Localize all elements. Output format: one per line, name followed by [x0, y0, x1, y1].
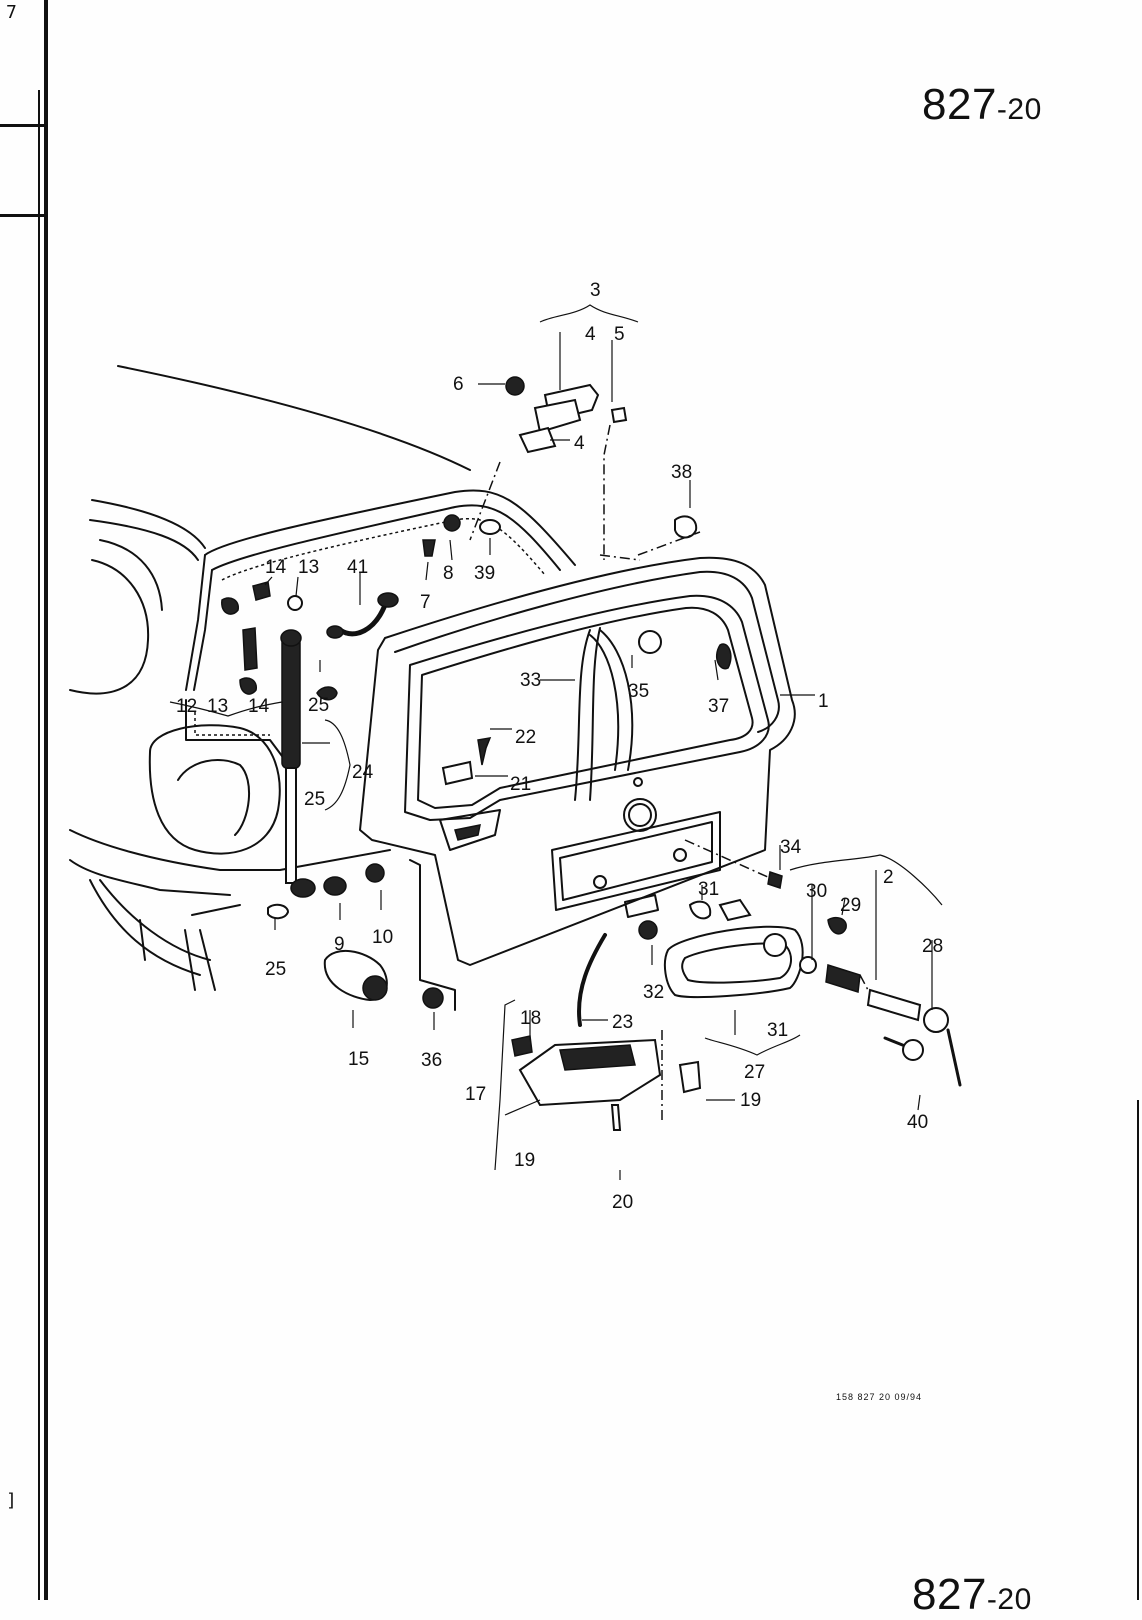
callout-5: 5	[614, 324, 625, 345]
callout-1: 1	[818, 691, 829, 712]
callout-30: 30	[806, 881, 827, 902]
binder-edge-line-inner	[38, 90, 40, 1600]
binder-tab-mark	[0, 214, 44, 217]
callout-12: 12	[176, 696, 197, 717]
callout-28: 28	[922, 936, 943, 957]
binder-edge-line	[44, 0, 48, 1600]
callout-36: 36	[421, 1050, 442, 1071]
right-edge-line	[1137, 1100, 1139, 1600]
callout-13b: 13	[207, 696, 228, 717]
callout-34: 34	[780, 837, 802, 858]
callout-2: 2	[883, 867, 894, 888]
callout-10: 10	[372, 927, 393, 948]
callout-14b: 14	[248, 696, 270, 717]
callout-23: 23	[612, 1012, 633, 1033]
tailgate-panel	[359, 556, 796, 1011]
callout-24: 24	[352, 762, 374, 783]
callout-7: 7	[420, 592, 431, 613]
callout-31a: 31	[698, 879, 719, 900]
callout-labels: 1 2 3 4 5 6 4 38 7 8 39 14 13 41 12 13 1…	[176, 280, 943, 1213]
callout-35: 35	[628, 681, 649, 702]
callout-13a: 13	[298, 557, 319, 578]
callout-25c: 25	[265, 959, 286, 980]
callout-9: 9	[334, 934, 345, 955]
callout-22: 22	[515, 727, 536, 748]
gas-strut-assembly	[267, 629, 338, 920]
callout-3: 3	[590, 280, 601, 301]
callout-38: 38	[671, 462, 692, 483]
callout-8: 8	[443, 563, 454, 584]
callout-19a: 19	[740, 1090, 761, 1111]
callout-6: 6	[453, 374, 464, 395]
loose-parts	[221, 514, 962, 1131]
callout-17: 17	[465, 1084, 486, 1105]
page-number-sub: -20	[996, 93, 1042, 126]
callout-31b: 31	[767, 1020, 788, 1041]
binder-tab-mark	[0, 124, 44, 127]
callout-18: 18	[520, 1008, 541, 1029]
callout-27: 27	[744, 1062, 765, 1083]
callout-25a: 25	[308, 695, 329, 716]
diagram-reference-code: 158 827 20 09/94	[836, 1392, 923, 1402]
callout-40: 40	[907, 1112, 928, 1133]
callout-15: 15	[348, 1049, 369, 1070]
corner-mark-top: 7	[6, 2, 17, 23]
leader-lines	[169, 304, 943, 1180]
callout-29: 29	[840, 895, 861, 916]
callout-4: 4	[585, 324, 596, 345]
callout-39: 39	[474, 563, 495, 584]
callout-4b: 4	[574, 433, 585, 454]
callout-21: 21	[510, 774, 531, 795]
callout-37: 37	[708, 696, 729, 717]
callout-32: 32	[643, 982, 664, 1003]
page-number-top: 827-20	[922, 80, 1042, 130]
vehicle-body-outline	[69, 365, 576, 991]
hinge-assembly	[469, 376, 641, 561]
corner-mark-bottom: ]	[6, 1490, 17, 1511]
callout-20: 20	[612, 1192, 633, 1213]
page-number-main: 827	[922, 80, 997, 129]
callout-41: 41	[347, 557, 368, 578]
callout-25b: 25	[304, 789, 325, 810]
callout-14a: 14	[265, 557, 287, 578]
callout-19b: 19	[514, 1150, 535, 1171]
callout-33: 33	[520, 670, 541, 691]
